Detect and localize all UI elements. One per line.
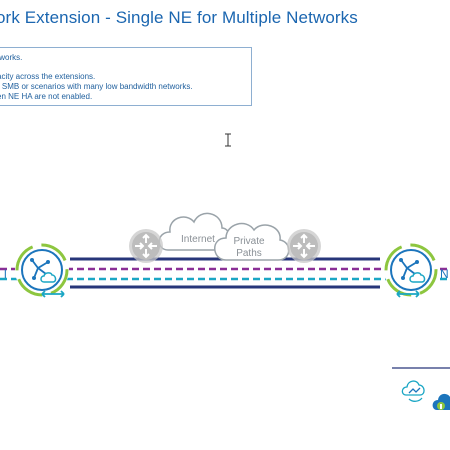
note-line-2: acity across the extensions. (0, 72, 96, 81)
text-cursor-icon (225, 133, 231, 147)
note-line-4: en NE HA are not enabled. (0, 92, 93, 101)
slide-title: ork Extension - Single NE for Multiple N… (0, 8, 358, 27)
cloud-sync-icon (401, 380, 425, 402)
network-extension-icon-left (15, 243, 69, 298)
notes-box: tworks. acity across the extensions. r S… (0, 47, 252, 106)
cloud-badge-icon (432, 393, 450, 410)
note-line-1: tworks. (0, 53, 23, 62)
cloud-private-label-1: Private (233, 236, 265, 247)
router-icon-right (287, 229, 321, 263)
note-line-3: r SMB or scenarios with many low bandwid… (0, 82, 193, 91)
right-node-label: N (440, 267, 449, 281)
router-icon-left (129, 229, 163, 263)
legend-fragment (392, 367, 450, 410)
left-node-label: l (4, 267, 7, 281)
network-extension-icon-right (384, 243, 438, 298)
cloud-internet-label: Internet (181, 234, 215, 245)
connection-lines (0, 257, 450, 289)
cloud-private-label-2: Paths (236, 248, 262, 259)
